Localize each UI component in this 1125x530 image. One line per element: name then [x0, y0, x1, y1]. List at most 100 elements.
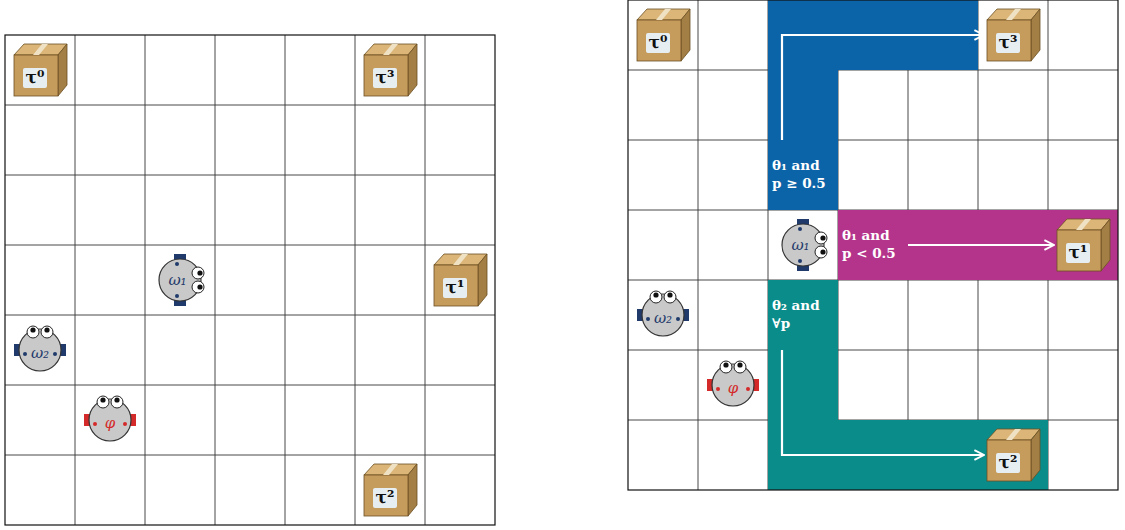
box-tape — [656, 9, 671, 20]
robot-dot — [798, 259, 802, 263]
robot-eye — [97, 396, 109, 408]
condition-label: θ₁ and p ≥ 0.5 — [772, 157, 828, 192]
robot-dot — [93, 422, 97, 426]
robot-body — [159, 259, 201, 301]
box-side — [1031, 9, 1040, 61]
robot-dot — [123, 422, 127, 426]
robot-body — [782, 224, 824, 266]
robot-dot — [746, 387, 750, 391]
box-tape — [1076, 219, 1091, 230]
box-front — [14, 55, 58, 96]
robot-pupil — [667, 292, 672, 297]
grid-line — [355, 35, 356, 525]
box-side — [1031, 429, 1040, 481]
grid-line — [698, 0, 699, 490]
box-tape — [1006, 9, 1021, 20]
robot-eye — [192, 281, 204, 293]
task-label: τ⁰ — [646, 33, 671, 53]
grid-border — [628, 0, 1118, 490]
grid-line — [5, 245, 495, 246]
box-tape — [1006, 429, 1021, 440]
robot-pupil — [653, 292, 658, 297]
box-front — [1057, 230, 1101, 271]
grid-line — [5, 315, 495, 316]
robot-eye — [27, 326, 39, 338]
grid-line — [5, 105, 495, 106]
box-side — [681, 9, 690, 61]
package-box: τ¹ — [1054, 216, 1112, 274]
task-label: τ² — [996, 453, 1021, 473]
robot-body — [89, 399, 131, 441]
robot-body — [19, 329, 61, 371]
flow-arrow — [782, 35, 984, 140]
package-box: τ⁰ — [11, 41, 69, 99]
grid-line — [285, 35, 286, 525]
package-box: τ³ — [984, 6, 1042, 64]
package-box: τ⁰ — [634, 6, 692, 64]
package-box: τ² — [361, 461, 419, 519]
grid-line — [5, 175, 495, 176]
robot-pupil — [820, 235, 825, 240]
package-box: τ³ — [361, 41, 419, 99]
robot-dot — [798, 227, 802, 231]
box-side — [408, 44, 417, 96]
robot-node: ω₁ — [149, 249, 211, 311]
grid-line — [75, 35, 76, 525]
box-tape — [453, 254, 468, 265]
package-box: τ² — [984, 426, 1042, 484]
robot-node: ω₂ — [632, 284, 694, 346]
box-front — [364, 475, 408, 516]
task-label: τ⁰ — [23, 68, 48, 88]
box-front — [637, 20, 681, 61]
robot-dot — [23, 352, 27, 356]
robot-node: φ — [702, 354, 764, 416]
grid-border — [5, 35, 495, 525]
robot-eye — [41, 326, 53, 338]
robot-body — [642, 294, 684, 336]
condition-band: θ₂ and ∀p — [768, 280, 838, 350]
grid-line — [628, 350, 1118, 351]
robot-node: ω₂ — [9, 319, 71, 381]
condition-band: θ₁ and p < 0.5 — [838, 210, 908, 280]
flow-arrow — [782, 350, 984, 455]
robot-node: ω₁ — [772, 214, 834, 276]
robot-eye — [111, 396, 123, 408]
robot-dot — [175, 262, 179, 266]
condition-band: θ₁ and p ≥ 0.5 — [768, 140, 838, 210]
robot-eye — [720, 361, 732, 373]
robot-pupil — [114, 397, 119, 402]
robot-dot — [175, 294, 179, 298]
robot-pupil — [197, 270, 202, 275]
box-tape — [383, 464, 398, 475]
agent-label: φ — [105, 415, 116, 432]
robot-body — [712, 364, 754, 406]
box-side — [408, 464, 417, 516]
robot-eye — [815, 246, 827, 258]
condition-label: θ₂ and ∀p — [772, 297, 828, 332]
task-label: τ¹ — [1066, 243, 1091, 263]
robot-pupil — [820, 249, 825, 254]
robot-node: φ — [79, 389, 141, 451]
robot-dot — [716, 387, 720, 391]
robot-eye — [192, 267, 204, 279]
right-grid — [628, 0, 1118, 490]
box-tape — [33, 44, 48, 55]
robot-pupil — [44, 327, 49, 332]
robot-eye — [815, 232, 827, 244]
robot-dot — [676, 317, 680, 321]
agent-label: ω₂ — [31, 345, 49, 362]
condition-label: θ₁ and p < 0.5 — [842, 227, 898, 262]
grid-line — [215, 35, 216, 525]
robot-pupil — [30, 327, 35, 332]
box-front — [987, 440, 1031, 481]
agent-label: φ — [728, 380, 739, 397]
robot-pupil — [197, 284, 202, 289]
robot-eye — [734, 361, 746, 373]
robot-eye — [650, 291, 662, 303]
box-side — [478, 254, 487, 306]
grid-line — [145, 35, 146, 525]
grid-line — [5, 455, 495, 456]
robot-dot — [53, 352, 57, 356]
box-front — [434, 265, 478, 306]
